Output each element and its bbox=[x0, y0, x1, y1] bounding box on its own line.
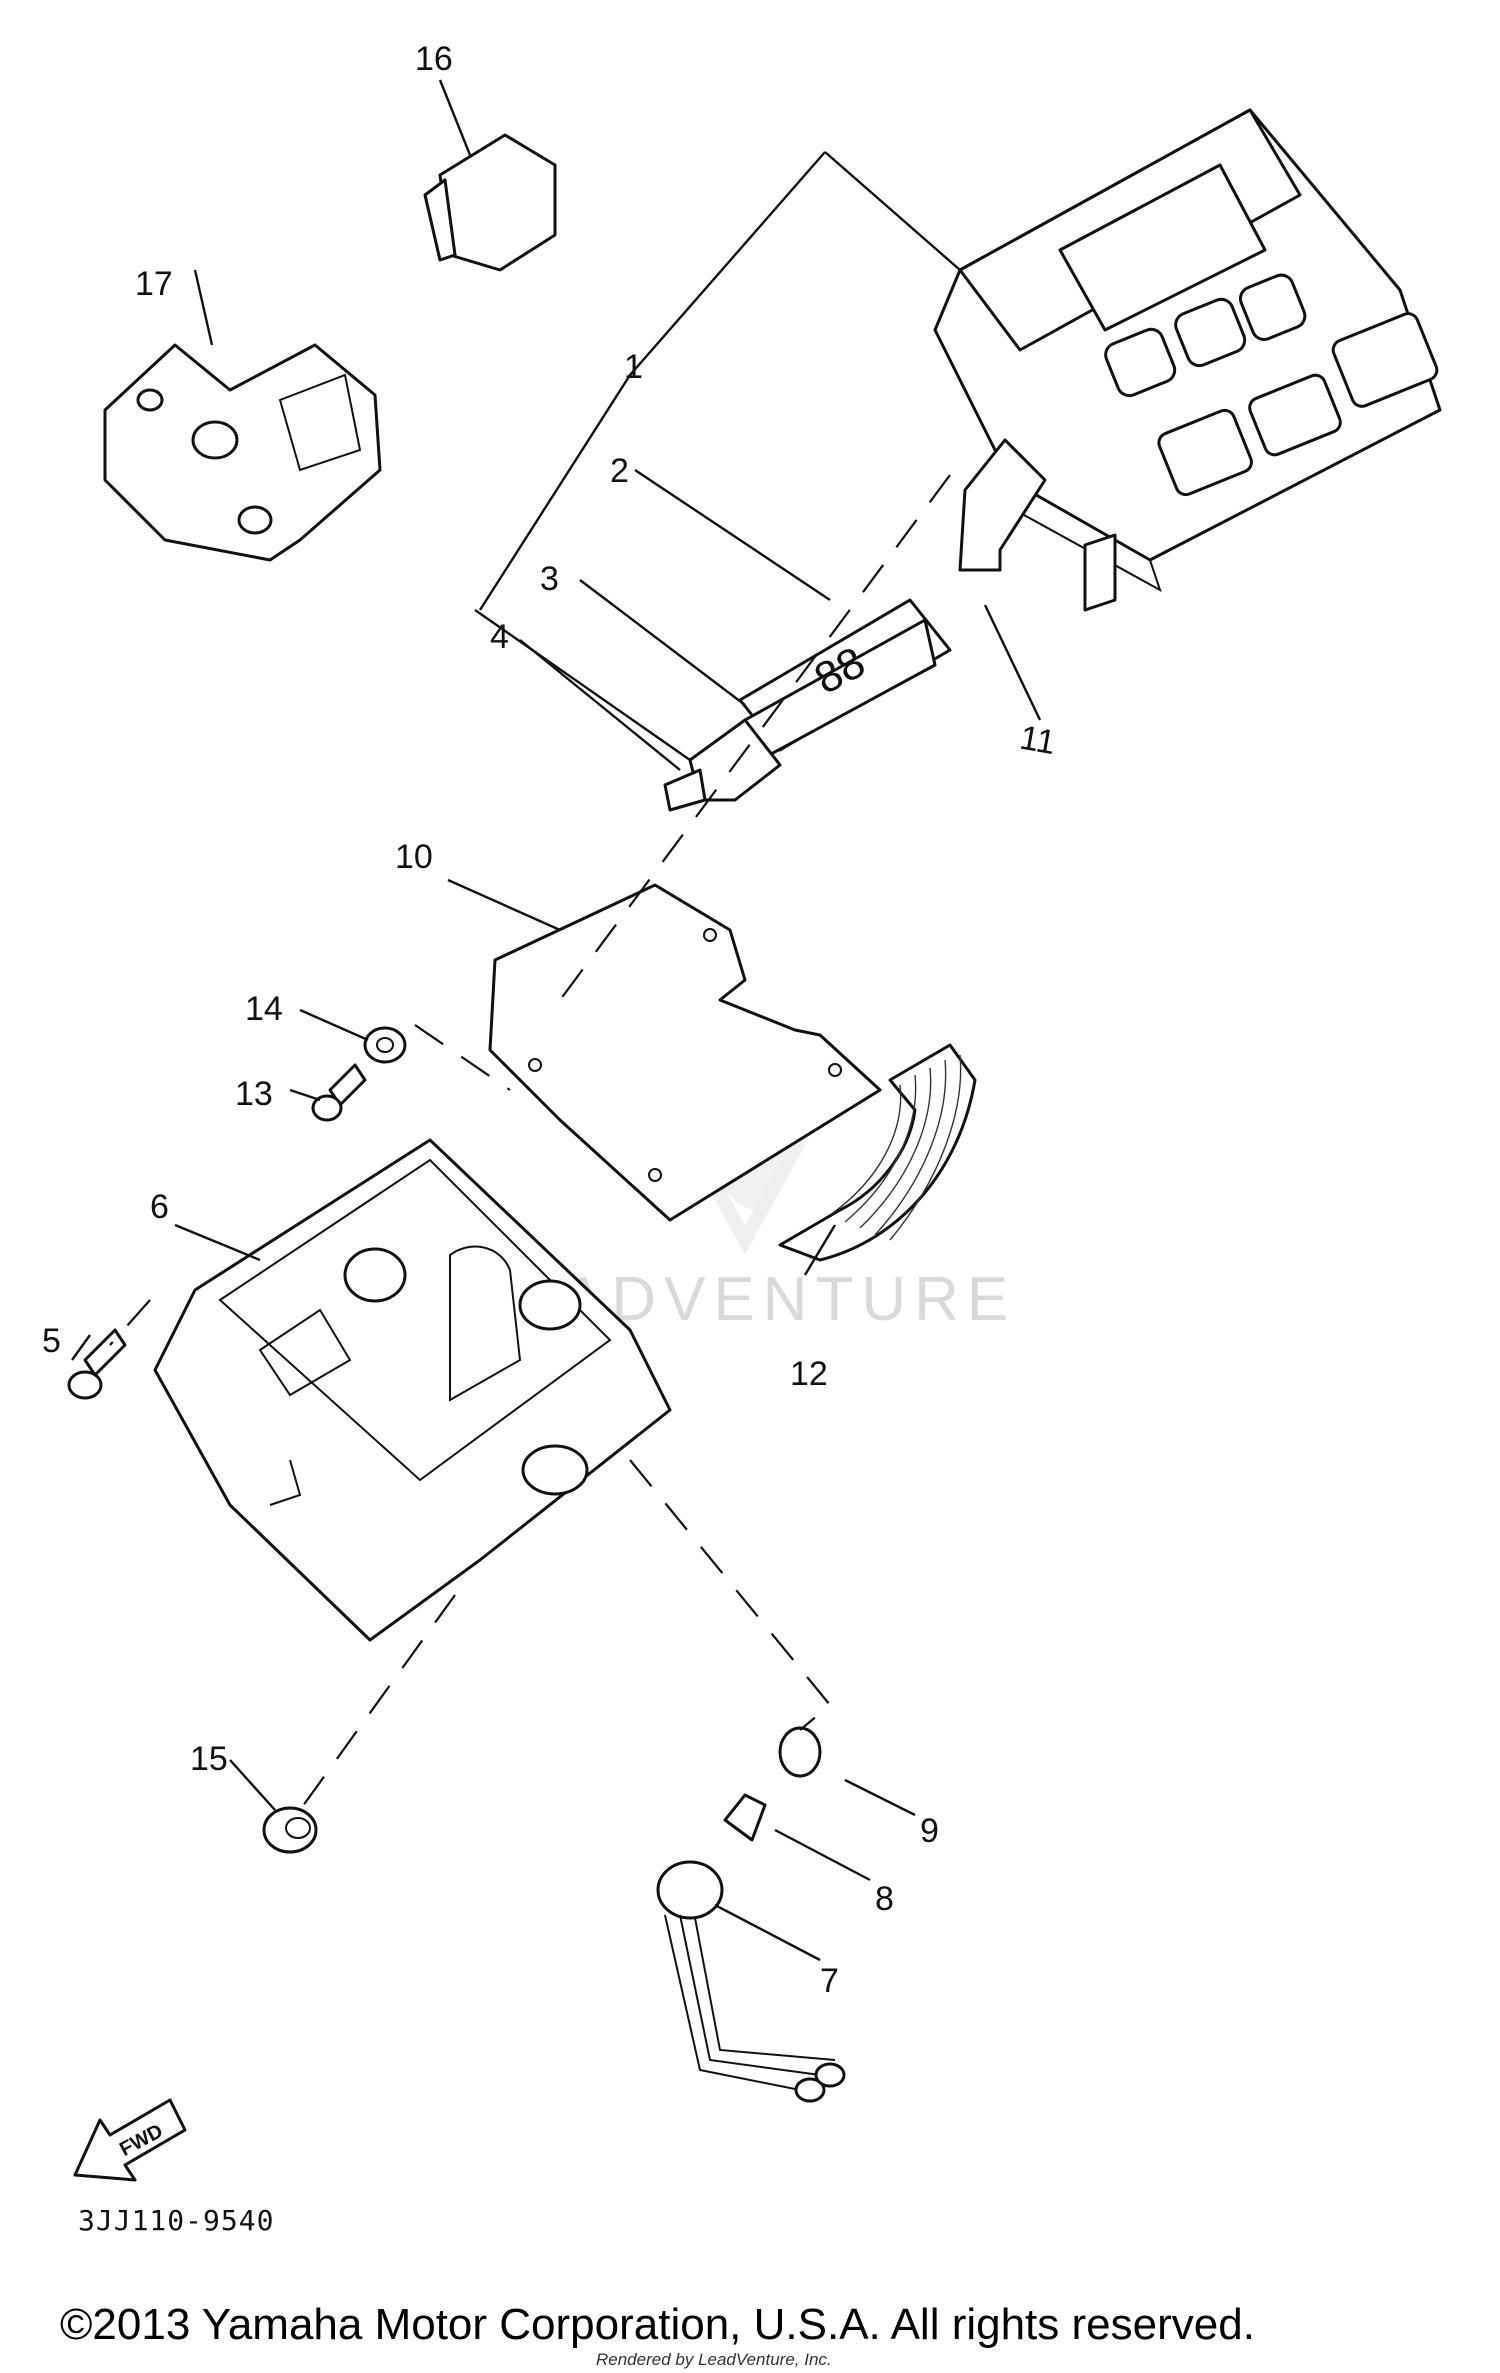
render-credit: Rendered by LeadVenture, Inc. bbox=[596, 2350, 832, 2369]
part-6-housing bbox=[153, 1138, 672, 1642]
callout-1: 1 bbox=[624, 348, 643, 386]
callout-9: 9 bbox=[920, 1812, 939, 1850]
part-16-knob bbox=[423, 133, 557, 272]
part-15-grommet bbox=[262, 1806, 318, 1854]
callout-13: 13 bbox=[235, 1075, 273, 1113]
part-17-unit bbox=[103, 343, 382, 562]
lcd-display-assembly: 88 bbox=[663, 598, 952, 812]
callout-15: 15 bbox=[190, 1740, 228, 1778]
part-14-grommet bbox=[363, 1026, 407, 1064]
part-10-circuit-board bbox=[488, 883, 882, 1222]
instrument-cluster-assembly bbox=[933, 108, 1442, 593]
callout-2: 2 bbox=[610, 452, 629, 490]
callout-6: 6 bbox=[150, 1188, 169, 1226]
part-13-screw bbox=[311, 1063, 367, 1122]
fwd-arrow-icon: FWD bbox=[73, 2098, 187, 2182]
part-12-ribbon-cable bbox=[778, 1043, 977, 1262]
callout-10: 10 bbox=[395, 838, 433, 876]
part-8-bulb bbox=[723, 1793, 767, 1842]
part-11-stem bbox=[958, 438, 1117, 612]
callout-17: 17 bbox=[135, 265, 173, 303]
callout-labels: 1 2 3 4 5 6 7 8 9 10 11 12 13 14 15 16 1… bbox=[42, 40, 1058, 2000]
callout-5: 5 bbox=[42, 1322, 61, 1360]
part-code: 3JJ110-9540 bbox=[78, 2204, 275, 2237]
copyright-notice: ©2013 Yamaha Motor Corporation, U.S.A. A… bbox=[60, 2300, 1255, 2349]
callout-16: 16 bbox=[415, 40, 453, 78]
part-9-bulb-socket bbox=[778, 1726, 822, 1778]
callout-7: 7 bbox=[820, 1962, 839, 2000]
leader-lines bbox=[71, 79, 1042, 1962]
exploded-view-svg: LEADVENTURE 88 bbox=[42, 40, 1442, 2182]
part-7-socket-wires bbox=[656, 1860, 846, 2103]
callout-4: 4 bbox=[490, 618, 509, 656]
callout-8: 8 bbox=[875, 1880, 894, 1918]
callout-12: 12 bbox=[790, 1355, 828, 1393]
part-5-screw bbox=[67, 1328, 127, 1400]
callout-3: 3 bbox=[540, 560, 559, 598]
callout-11: 11 bbox=[1017, 719, 1058, 763]
callout-14: 14 bbox=[245, 990, 283, 1028]
